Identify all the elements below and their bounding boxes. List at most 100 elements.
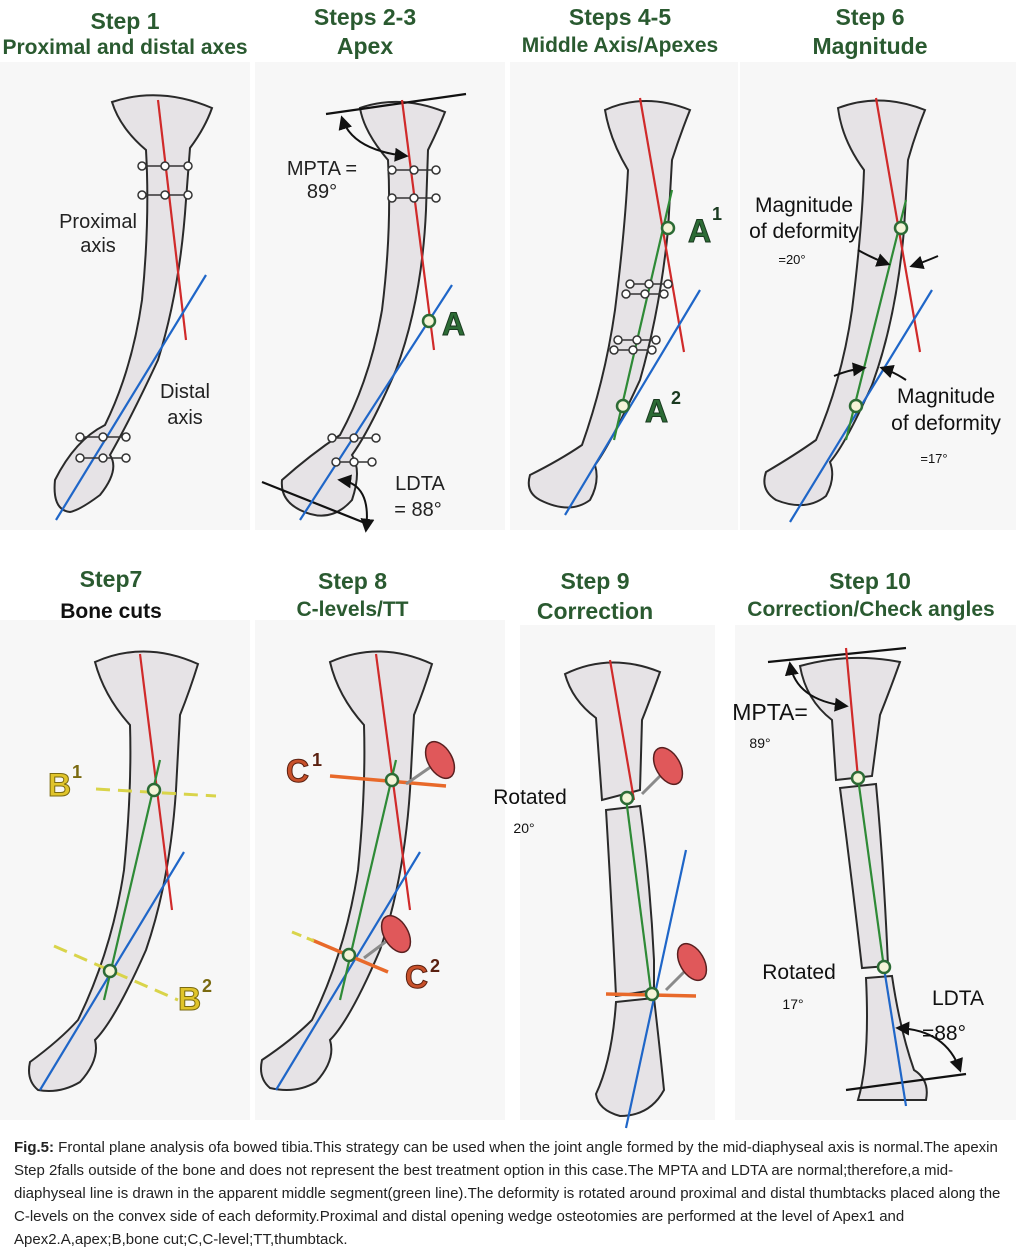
bone-step-9-upper (563, 661, 662, 802)
distal-axis-line-1 (55, 274, 207, 521)
panel-7-title-step: Step 9 (560, 568, 630, 594)
middle-axis-line-7 (624, 797, 654, 1001)
panel-7-title-name: Correction (536, 598, 654, 624)
mpta-arc-arrow (338, 115, 409, 162)
panel-6-title-step: Step 8 (317, 568, 388, 594)
label-magnitude-1-line1: Magnitude (755, 194, 853, 217)
hinge-marker-7-lower (644, 986, 660, 1002)
distal-axis-line-6 (275, 851, 421, 1091)
apex-2-marker-5 (102, 963, 118, 979)
label-rotated-10: Rotated (762, 961, 836, 984)
bone-cut-dash-6 (291, 930, 315, 943)
panel-5-title-step: Step7 (79, 566, 143, 592)
hinge-marker-10-lower (876, 959, 892, 975)
magnitude-arrow-2-left (833, 362, 867, 377)
bone-step-6 (763, 99, 927, 507)
label-mpta-2: MPTA = (287, 158, 357, 180)
proximal-joint-line-2 (325, 92, 467, 116)
label-rotated-9-value: 20° (513, 820, 534, 836)
bone-step-10-upper (798, 656, 902, 782)
panel-3-title-step: Steps 4-5 (568, 4, 672, 30)
proximal-level-markers-1 (75, 161, 193, 463)
panel-1-title-step: Step 1 (90, 8, 160, 34)
label-mpta-10-value: 89° (749, 735, 770, 751)
thumbtack-1 (405, 740, 456, 786)
label-cut-b2-sup: 2 (202, 976, 212, 996)
label-magnitude-2-line2: of deformity (891, 412, 1001, 435)
hinge-marker-10-upper (850, 770, 866, 786)
label-mpta-2-value: 89° (307, 181, 337, 203)
label-ldta-10: LDTA (932, 987, 984, 1010)
hinge-marker-7-upper (619, 790, 635, 806)
bone-cut-b1 (95, 787, 217, 798)
panel-1-title-name: Proximal and distal axes (2, 36, 248, 59)
panel-3-title-name: Middle Axis/Apexes (521, 34, 719, 57)
panel-6-title-name: C-levels/TT (296, 598, 409, 621)
thumbtack-4 (664, 942, 708, 992)
label-magnitude-2-line1: Magnitude (897, 385, 995, 408)
c1-marker (384, 772, 400, 788)
apex-1-marker-4 (893, 220, 909, 236)
apex-1-marker (660, 220, 676, 236)
label-apex-a2: A (645, 393, 668, 429)
label-c2-sup: 2 (430, 956, 440, 976)
label-c1-sup: 1 (312, 750, 322, 770)
label-rotated-9: Rotated (493, 786, 567, 809)
panel-5-title-name: Bone cuts (60, 600, 162, 623)
panel-2-title-name: Apex (336, 33, 394, 59)
label-apex-a: A (442, 306, 465, 342)
magnitude-arrow-1-right (909, 255, 939, 270)
bone-step-7 (28, 650, 200, 1092)
label-magnitude-1-value: =20° (778, 252, 805, 267)
level-markers-2 (327, 165, 441, 467)
c2-marker (341, 947, 357, 963)
label-distal-axis-line1: Distal (160, 381, 210, 403)
label-rotated-10-value: 17° (782, 996, 803, 1012)
apex-2-marker (615, 398, 631, 414)
label-apex-a1-sup: 1 (712, 204, 722, 224)
bone-step-9-lower (594, 996, 666, 1118)
caption-text: Frontal plane analysis ofa bowed tibia.T… (14, 1139, 1001, 1248)
label-cut-b1-sup: 1 (72, 762, 82, 782)
panel-4-title-name: Magnitude (812, 33, 928, 59)
proximal-axis-line-5 (138, 653, 174, 911)
label-c2: C (405, 959, 428, 995)
label-cut-b2: B (178, 981, 201, 1017)
ldta-arrow-10 (895, 1021, 963, 1073)
bone-step-8 (260, 650, 434, 1091)
label-proximal-axis-line1: Proximal (59, 211, 137, 233)
label-ldta-2: LDTA (395, 473, 445, 495)
distal-axis-line-3 (564, 289, 701, 516)
label-c1: C (286, 753, 309, 789)
panel-step-1-bg (0, 62, 250, 530)
label-magnitude-1-line2: of deformity (749, 220, 859, 243)
ldta-arc-arrow (337, 474, 375, 533)
middle-level-markers-3 (609, 279, 673, 355)
apex-marker-2 (421, 313, 437, 329)
mpta-arrow-10 (784, 661, 849, 712)
panel-4-title-step: Step 6 (835, 4, 905, 30)
label-distal-axis-line2: axis (167, 407, 203, 429)
apex-2-marker-4 (848, 398, 864, 414)
figure-caption: Fig.5: Frontal plane analysis ofa bowed … (14, 1136, 1004, 1251)
label-magnitude-2-value: =17° (920, 451, 947, 466)
label-mpta-10: MPTA= (732, 699, 808, 725)
bone-step-1 (53, 94, 214, 514)
label-apex-a2-sup: 2 (671, 388, 681, 408)
thumbtack-2 (363, 914, 412, 960)
label-ldta-10-value: =88° (922, 1022, 966, 1045)
proximal-joint-line-10 (767, 646, 907, 664)
label-cut-b1: B (48, 767, 71, 803)
thumbtack-3 (640, 746, 684, 796)
panel-8-title-name: Correction/Check angles (747, 598, 995, 621)
proximal-axis-line-7 (608, 659, 636, 801)
label-apex-a1: A (688, 213, 711, 249)
magnitude-arrow-2-right (879, 364, 907, 381)
label-ldta-2-value: = 88° (394, 499, 441, 521)
proximal-axis-line-1 (156, 99, 188, 341)
apex-1-marker-5 (146, 782, 162, 798)
bone-step-2 (280, 100, 447, 517)
panel-2-title-step: Steps 2-3 (313, 4, 417, 30)
middle-axis-line-10 (856, 777, 886, 969)
